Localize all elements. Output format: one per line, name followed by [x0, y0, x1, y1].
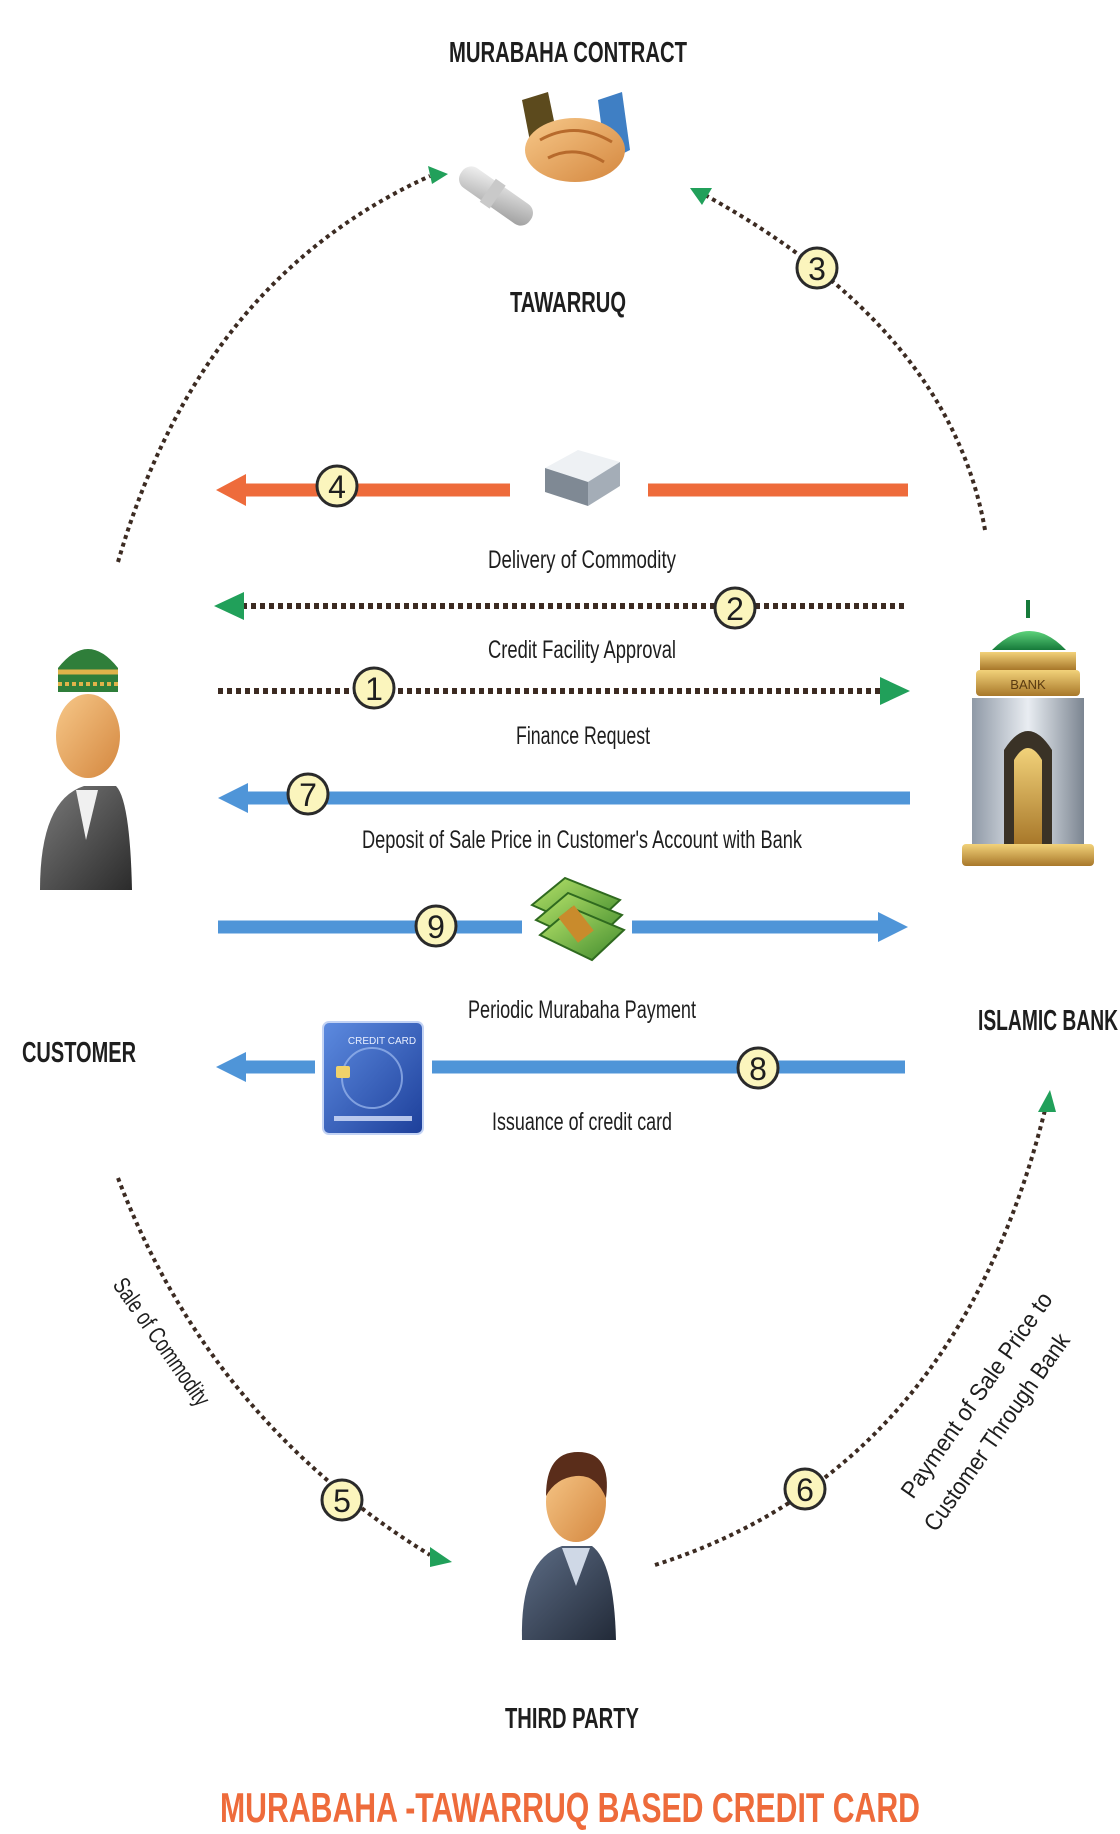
flow-1-arrow [218, 677, 910, 705]
islamic-bank-icon: BANK [962, 600, 1094, 866]
contract-title-bottom: TAWARRUQ [510, 287, 626, 319]
flow-2-label: Credit Facility Approval [488, 636, 676, 664]
step-9-number: 9 [427, 909, 445, 945]
step-5-number: 5 [333, 1483, 351, 1519]
step-badge-9: 9 [414, 904, 458, 948]
step-7-number: 7 [299, 777, 317, 813]
credit-card-text: CREDIT CARD [348, 1036, 416, 1047]
step-badge-2: 2 [713, 586, 757, 630]
credit-card-icon: CREDIT CARD [322, 1021, 424, 1135]
flow-9-label: Periodic Murabaha Payment [468, 996, 696, 1024]
customer-label: CUSTOMER [22, 1037, 136, 1069]
flow-4-arrow [216, 474, 908, 506]
third-party-avatar-icon [521, 1452, 616, 1640]
step-badge-3: 3 [795, 246, 839, 290]
flow-7-label: Deposit of Sale Price in Customer's Acco… [362, 826, 802, 854]
commodity-stack-icon [545, 450, 620, 506]
arc-customer-to-contract [116, 166, 448, 563]
step-4-number: 4 [328, 469, 346, 505]
arc-customer-to-third-party [116, 1177, 452, 1567]
diagram-title: MURABAHA -TAWARRUQ BASED CREDIT CARD [220, 1784, 920, 1831]
flow-1-label: Finance Request [516, 722, 650, 750]
arc-third-party-to-bank [654, 1090, 1056, 1567]
flow-8-label: Issuance of credit card [492, 1108, 672, 1136]
third-party-label: THIRD PARTY [505, 1703, 639, 1735]
step-badge-1: 1 [352, 666, 396, 710]
flow-9-arrow [218, 912, 908, 942]
step-2-number: 2 [726, 591, 744, 627]
cash-stack-icon [530, 876, 626, 962]
flow-2-arrow [214, 592, 908, 620]
arc-bank-to-contract [690, 188, 987, 531]
step-badge-6: 6 [783, 1467, 827, 1511]
flow-7-arrow [218, 783, 910, 813]
bank-label: ISLAMIC BANK [978, 1005, 1118, 1037]
step-8-number: 8 [749, 1051, 767, 1087]
handshake-icon [459, 92, 630, 226]
step-badge-8: 8 [736, 1046, 780, 1090]
step-3-number: 3 [808, 251, 826, 287]
step-6-number: 6 [796, 1472, 814, 1508]
step-badge-7: 7 [286, 772, 330, 816]
flow-8-arrow [216, 1052, 905, 1082]
contract-title-top: MURABAHA CONTRACT [449, 37, 687, 69]
flow-5-label: Sale of Commodity [107, 1273, 215, 1411]
step-badge-4: 4 [315, 464, 359, 508]
customer-avatar-icon [40, 649, 132, 890]
step-1-number: 1 [365, 671, 383, 707]
bank-sign-text: BANK [1010, 677, 1046, 692]
step-badge-5: 5 [320, 1478, 364, 1522]
flow-4-label: Delivery of Commodity [488, 546, 676, 574]
